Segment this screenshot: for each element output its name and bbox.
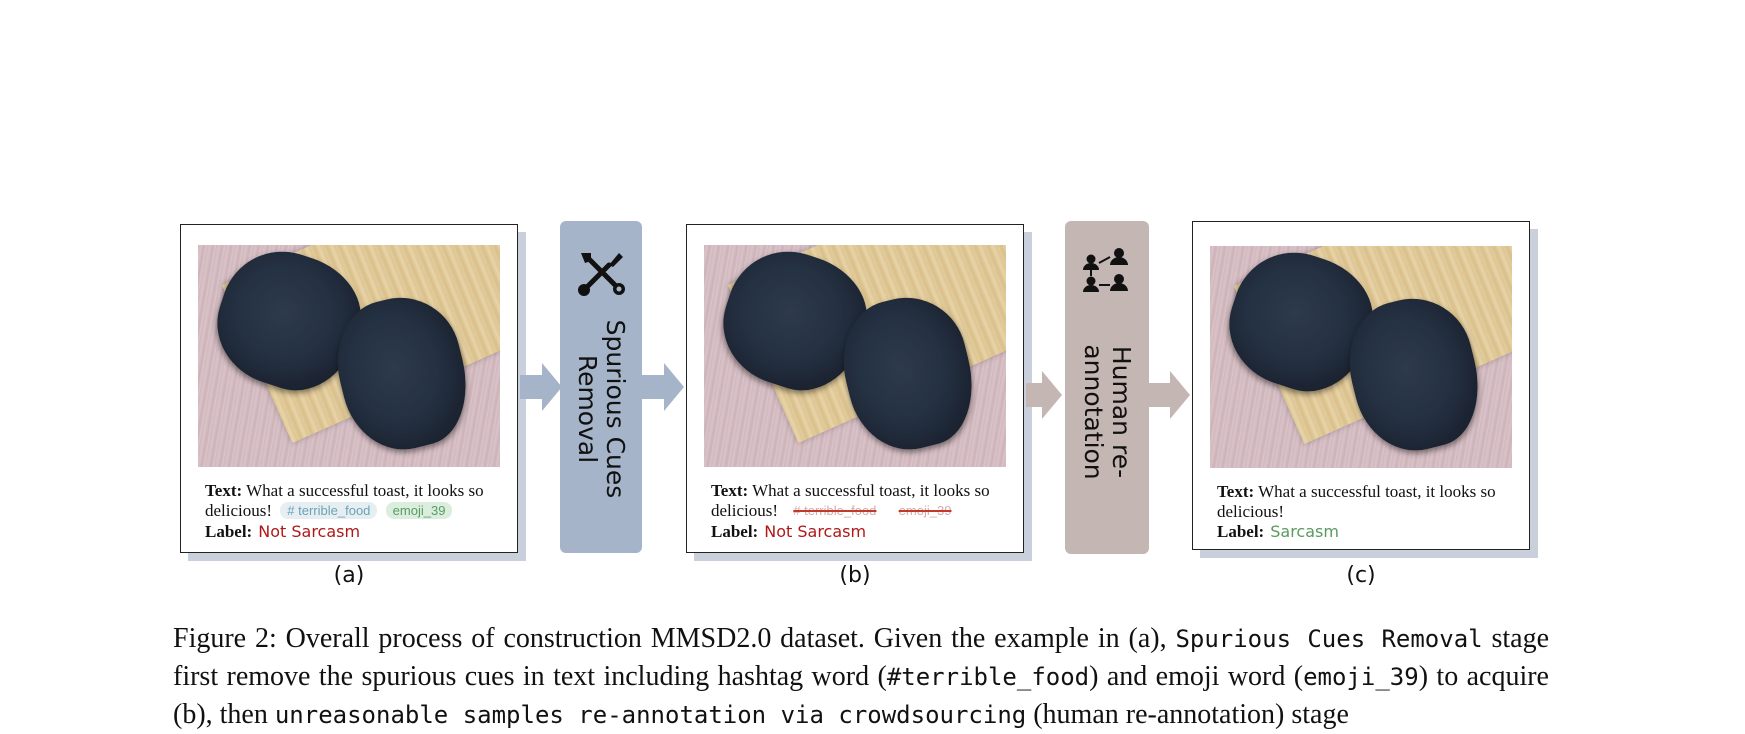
hashtag-badge: # terrible_food [280,502,378,519]
stage-label: Human re- annotation [1079,343,1136,480]
removed-hashtag-badge: # terrible_food [793,503,877,518]
removed-emoji-badge: emoji_39 [898,503,952,518]
arrow-right-icon [520,363,562,411]
post-text: Text: What a successful toast, it looks … [711,481,990,520]
stage-human-reannotation: Human re- annotation [1065,221,1149,554]
label-line: Label:Not Sarcasm [205,522,361,541]
panel-b: Text: What a successful toast, it looks … [686,224,1032,588]
label-value: Not Sarcasm [258,522,361,541]
label-line: Label:Not Sarcasm [711,522,867,541]
panel-a-caption: (a) [333,563,365,588]
panel-c-caption: (c) [1346,563,1376,588]
figure: Text: What a successful toast, it looks … [180,221,1538,588]
emoji-badge: emoji_39 [385,502,453,519]
panel-c: Text: What a successful toast, it looks … [1192,221,1538,588]
label-value: Not Sarcasm [764,522,867,541]
label-value: Sarcasm [1270,522,1339,541]
crowd-network-icon [1083,248,1128,292]
post-text: Text: What a successful toast, it looks … [205,481,484,520]
post-text: Text: What a successful toast, it looks … [1217,482,1496,521]
burnt-toast-photo [1210,246,1512,468]
burnt-toast-photo [198,245,500,467]
panel-b-caption: (b) [839,563,871,588]
label-line: Label:Sarcasm [1217,522,1339,541]
stage-spurious-cues-removal: Spurious Cues Removal [560,221,642,553]
stage-label: Spurious Cues Removal [573,319,630,499]
tools-icon [578,253,625,296]
panel-a: Text: What a successful toast, it looks … [180,224,526,588]
burnt-toast-photo [704,245,1006,467]
arrow-right-icon [642,363,684,411]
arrow-right-icon [1148,371,1190,419]
arrow-right-icon [1026,371,1062,419]
